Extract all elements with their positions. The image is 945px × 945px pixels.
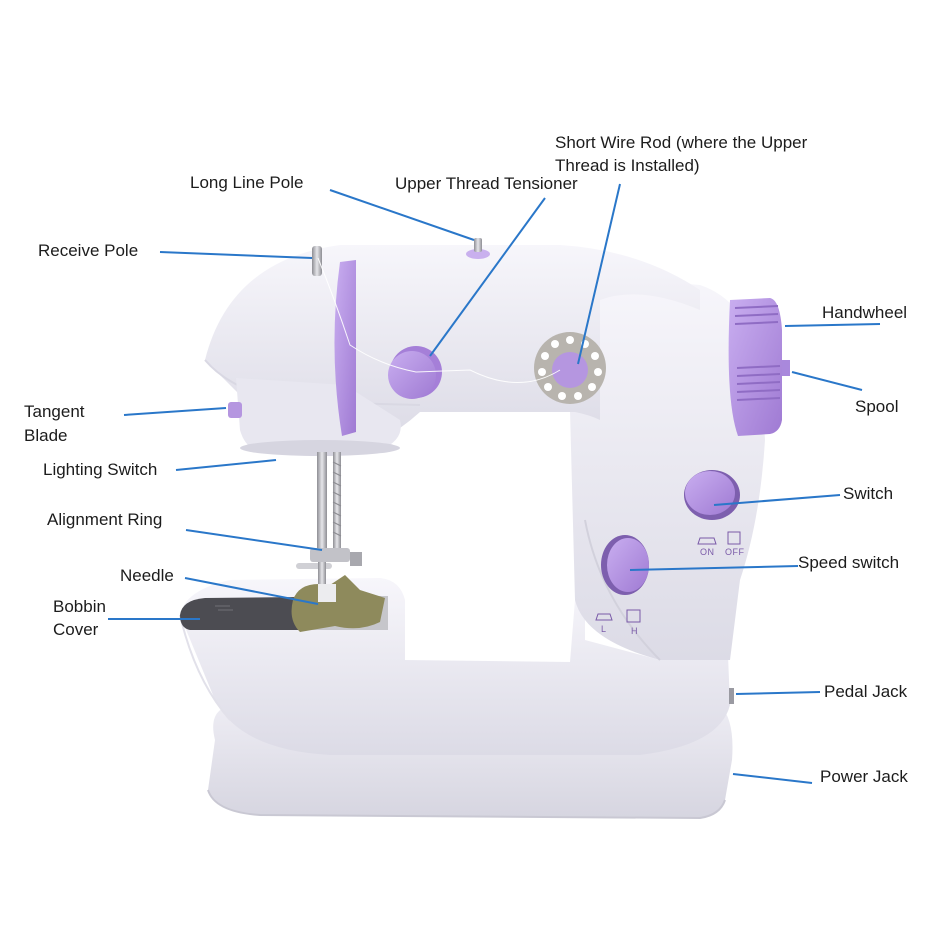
pedal-jack (729, 688, 734, 704)
needle-housing (236, 378, 401, 456)
label-lighting-switch: Lighting Switch (43, 460, 158, 479)
marking-high: H (631, 626, 638, 636)
label-tangent-blade-line1: Tangent (24, 402, 85, 421)
marking-on: ON (700, 547, 715, 557)
receive-pole (312, 246, 322, 276)
label-long-line-pole: Long Line Pole (190, 173, 304, 192)
label-short-wire-rod-line1: Short Wire Rod (where the Upper (555, 133, 808, 152)
label-needle: Needle (120, 566, 174, 585)
tangent-blade (228, 402, 242, 418)
label-bobbin-cover-line1: Bobbin (53, 597, 106, 616)
long-line-pole (466, 238, 490, 259)
label-upper-thread-tensioner: Upper Thread Tensioner (395, 174, 578, 193)
speed-switch (595, 535, 649, 623)
spool-pin (782, 360, 790, 376)
leader-lines (108, 183, 881, 784)
short-wire-rod-spool-holder (534, 332, 606, 404)
label-bobbin-cover-line2: Cover (53, 620, 99, 639)
presser-foot (318, 584, 336, 602)
label-power-jack: Power Jack (820, 767, 908, 786)
marking-low: L (601, 624, 607, 634)
bobbin-cover (180, 597, 300, 630)
label-handwheel: Handwheel (822, 303, 908, 322)
thread-guide-plate (334, 260, 356, 436)
label-pedal-jack: Pedal Jack (824, 682, 908, 701)
label-spool: Spool (855, 397, 899, 416)
label-alignment-ring: Alignment Ring (47, 510, 163, 529)
handwheel (728, 298, 790, 436)
label-switch: Switch (843, 484, 894, 503)
label-speed-switch: Speed switch (798, 553, 900, 572)
marking-off: OFF (725, 547, 745, 557)
label-receive-pole: Receive Pole (38, 241, 139, 260)
fabric (291, 575, 385, 632)
label-tangent-blade-line2: Blade (24, 426, 68, 445)
label-short-wire-rod-line2: Thread is Installed) (555, 156, 700, 175)
